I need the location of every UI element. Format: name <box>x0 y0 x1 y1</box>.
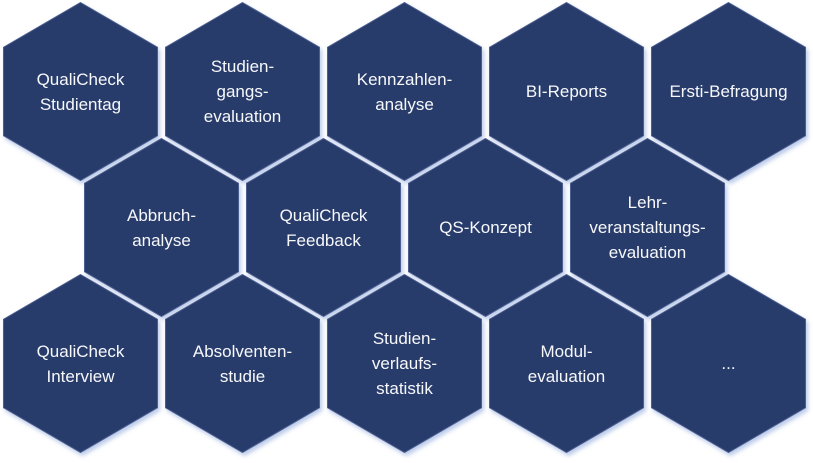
hexagon-shape <box>3 274 158 453</box>
hexagon: Studien-verlaufs-statistik <box>327 274 482 453</box>
hexagon-label-line: evaluation <box>527 366 606 386</box>
hexagon-label-line: evaluation <box>203 107 282 126</box>
hexagon-label-line: verlaufs- <box>371 354 438 373</box>
hexagon: ... <box>651 274 806 453</box>
hexagon-label-line: Studientag <box>39 94 122 114</box>
hexagon-shape <box>327 274 482 453</box>
hexagon-label-line: Absolventen- <box>192 341 293 361</box>
hexagon: Studien-gangs-evaluation <box>165 2 320 181</box>
hexagon-label: Abbruch-analyse <box>84 138 239 317</box>
hexagon-label-line: Modul- <box>540 341 593 361</box>
hexagon-shape <box>165 274 320 453</box>
hexagon: Absolventen-studie <box>165 274 320 453</box>
hexagon-shape <box>246 138 401 317</box>
hexagon-label-line: evaluation <box>608 243 687 262</box>
hexagon-shape <box>489 274 644 453</box>
hexagon-label: Studien-gangs-evaluation <box>165 2 320 181</box>
hexagon-label-line: QualiCheck <box>36 341 125 361</box>
hexagon: Ersti-Befragung <box>651 2 806 181</box>
hexagon-label-line: QualiCheck <box>36 69 125 89</box>
hexagon-shape <box>3 2 158 181</box>
hexagon-label: QS-Konzept <box>408 138 563 317</box>
hexagon-shape <box>570 138 725 317</box>
hexagon-shape <box>651 274 806 453</box>
hexagon-label: Lehr-veranstaltungs-evaluation <box>570 138 725 317</box>
hexagon-label-line: Lehr- <box>627 193 668 212</box>
hexagon-shape <box>651 2 806 181</box>
hexagon-label-line: statistik <box>376 379 433 398</box>
hexagon-shape <box>489 2 644 181</box>
hexagon-label: Ersti-Befragung <box>651 2 806 181</box>
hexagon-label: Modul-evaluation <box>489 274 644 453</box>
hexagon: Modul-evaluation <box>489 274 644 453</box>
hexagon-label-line: Interview <box>46 366 115 386</box>
hexagon-shape <box>408 138 563 317</box>
hexagon-label-line: Kennzahlen- <box>356 69 453 89</box>
hexagon-label-line: veranstaltungs- <box>589 218 706 237</box>
hexagon-label-line: gangs- <box>216 82 269 101</box>
hexagon-label: ... <box>651 274 806 453</box>
hexagon-label-line: Abbruch- <box>127 205 196 225</box>
hexagon-label-line: Feedback <box>286 230 361 250</box>
hexagon-label: Absolventen-studie <box>165 274 320 453</box>
hexagon-label-line: studie <box>219 366 266 386</box>
hexagon-shape <box>327 2 482 181</box>
hexagon-label-line: Ersti-Befragung <box>669 82 788 101</box>
hexagon-label-line: analyse <box>132 230 191 250</box>
hexagon-label-line: analyse <box>375 94 434 114</box>
hexagon-label-line: ... <box>721 354 736 373</box>
hexagon-shape <box>165 2 320 181</box>
hexagon-label: Studien-verlaufs-statistik <box>327 274 482 453</box>
hexagon: Lehr-veranstaltungs-evaluation <box>570 138 725 317</box>
hexagon: QS-Konzept <box>408 138 563 317</box>
hexagon-label-line: Studien- <box>372 329 437 348</box>
hexagon-label-line: QualiCheck <box>279 205 368 225</box>
hexagon: BI-Reports <box>489 2 644 181</box>
hexagon-label: Kennzahlen-analyse <box>327 2 482 181</box>
hexagon: Abbruch-analyse <box>84 138 239 317</box>
hexagon-label: BI-Reports <box>489 2 644 181</box>
hexagon-label-line: Studien- <box>210 57 275 76</box>
hexagon-shape <box>84 138 239 317</box>
hexagon-label-line: QS-Konzept <box>439 218 532 237</box>
hexagon-label-line: BI-Reports <box>525 82 608 101</box>
hexagon: Kennzahlen-analyse <box>327 2 482 181</box>
